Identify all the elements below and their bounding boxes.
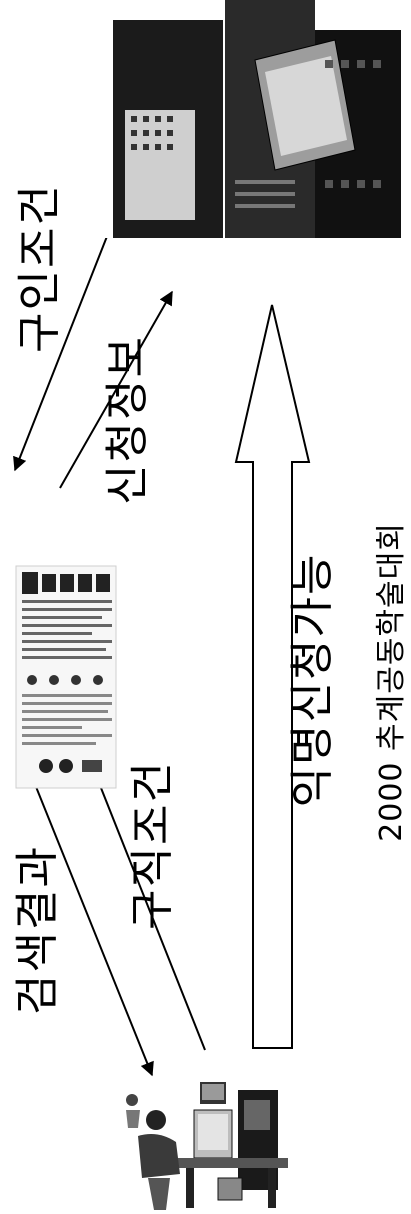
hiring-conditions-label: 구인조건 bbox=[14, 183, 65, 353]
web-page-screenshot-icon bbox=[15, 565, 117, 789]
conference-caption: 2000 추계공동학술대회 bbox=[374, 522, 409, 842]
office-buildings-icon bbox=[105, 0, 405, 238]
search-result-label: 검색결과 bbox=[12, 845, 63, 1015]
anonymous-application-label: 익명신청가능 bbox=[287, 552, 338, 808]
search-result-arrow bbox=[21, 751, 154, 1077]
job-conditions-label: 구직조건 bbox=[127, 760, 178, 930]
anonymous-application-big-arrow bbox=[234, 304, 311, 1049]
application-info-arrow bbox=[59, 290, 173, 489]
application-info-label: 신청정보 bbox=[102, 335, 153, 505]
person-at-desk-icon bbox=[126, 1082, 288, 1210]
